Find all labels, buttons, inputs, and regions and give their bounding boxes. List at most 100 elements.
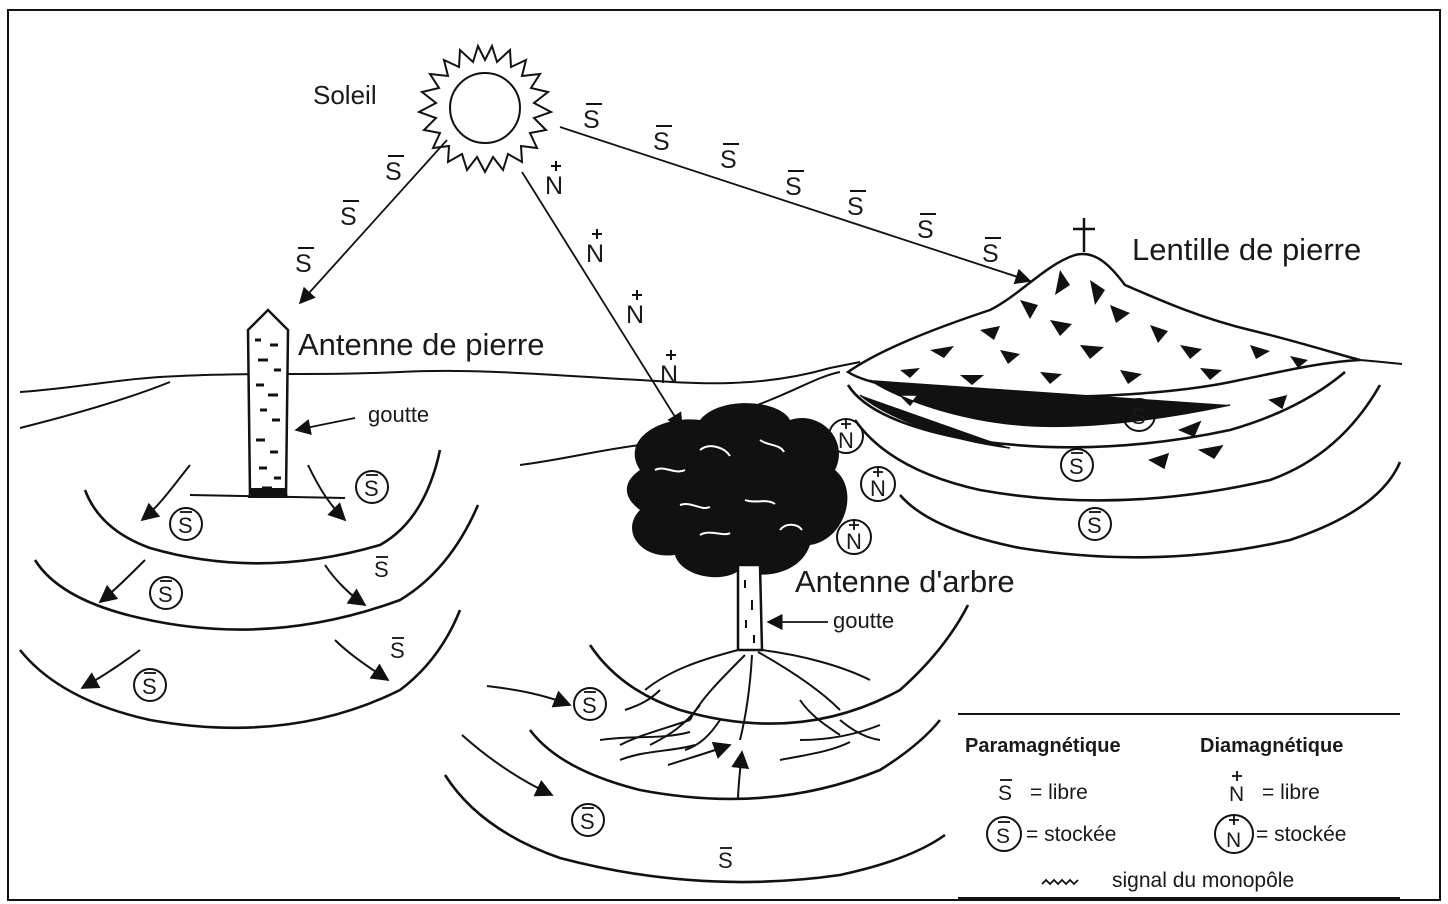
monopole-wave <box>35 505 478 630</box>
flow-arrow <box>462 735 552 795</box>
monopole-wave <box>530 720 940 799</box>
free-s-symbol: S <box>385 156 404 186</box>
hill-line <box>20 382 170 428</box>
stored-s-symbol: S <box>356 471 388 503</box>
stored-s-symbol: S <box>1061 449 1093 481</box>
svg-text:S: S <box>653 128 670 156</box>
svg-text:N: N <box>626 301 644 329</box>
svg-text:N: N <box>586 240 604 268</box>
legend-para-free: = libre <box>1030 781 1088 804</box>
free-s-symbol: S <box>785 171 804 201</box>
drop-label-tree: goutte <box>833 608 894 633</box>
svg-text:N: N <box>870 476 886 501</box>
monopole-wave <box>20 610 460 728</box>
legend-wave-icon <box>1042 880 1078 884</box>
svg-text:S: S <box>374 557 389 582</box>
ray-to-stone-lens <box>560 127 1030 281</box>
svg-text:S: S <box>158 582 173 607</box>
stored-s-symbol: S <box>574 688 606 720</box>
svg-text:N: N <box>1229 783 1244 806</box>
svg-text:S: S <box>580 809 595 834</box>
svg-text:S: S <box>295 250 312 278</box>
svg-text:S: S <box>785 173 802 201</box>
free-s-symbol: S <box>374 557 389 582</box>
tree-antenna-label: Antenne d'arbre <box>795 564 1015 599</box>
drop-arrow <box>296 418 355 430</box>
free-s-symbol: S <box>718 848 733 873</box>
legend-signal: signal du monopôle <box>1112 869 1294 892</box>
free-s-symbol: S <box>583 104 602 134</box>
svg-text:S: S <box>1069 454 1084 479</box>
svg-text:S: S <box>583 106 600 134</box>
free-s-symbol: S <box>917 214 936 244</box>
stored-s-symbol: S <box>150 577 182 609</box>
svg-text:S: S <box>364 476 379 501</box>
sun-label: Soleil <box>313 80 377 110</box>
legend-dia-title: Diamagnétique <box>1200 735 1343 757</box>
flow-arrow <box>487 686 570 705</box>
free-s-symbol: S <box>340 201 359 231</box>
svg-text:S: S <box>340 203 357 231</box>
stored-n-symbol: N <box>861 467 895 501</box>
svg-text:S: S <box>720 146 737 174</box>
flow-arrow <box>335 640 388 680</box>
stored-s-symbol: S <box>170 508 202 540</box>
free-s-symbol: S <box>847 191 866 221</box>
free-n-symbol: N <box>626 290 644 329</box>
svg-text:N: N <box>1226 829 1241 852</box>
svg-text:S: S <box>1087 513 1102 538</box>
svg-text:S: S <box>847 193 864 221</box>
free-s-symbol: S <box>390 638 405 663</box>
horizon-line <box>20 362 860 392</box>
legend-para-title: Paramagnétique <box>965 735 1121 757</box>
ray-to-stone-antenna <box>300 140 447 303</box>
legend-dia-stored: = stockée <box>1256 823 1346 846</box>
free-s-symbol: S <box>295 248 314 278</box>
free-n-symbol: N <box>660 350 678 389</box>
monopole-wave <box>900 462 1400 557</box>
svg-text:N: N <box>846 529 862 554</box>
svg-text:N: N <box>838 428 854 453</box>
sun-icon <box>419 46 551 172</box>
svg-text:S: S <box>178 513 193 538</box>
flow-arrow <box>738 752 742 800</box>
svg-text:S: S <box>390 638 405 663</box>
stored-s-symbol: S <box>134 669 166 701</box>
monopole-wave <box>445 775 945 882</box>
stone-lens-label: Lentille de pierre <box>1132 232 1361 267</box>
legend-para-stored: = stockée <box>1026 823 1116 846</box>
legend-free-n-symbol: N <box>1229 771 1244 806</box>
legend-stored-s-symbol: S <box>987 817 1021 851</box>
svg-text:S: S <box>998 782 1012 805</box>
stored-s-symbol: S <box>1079 508 1111 540</box>
svg-text:N: N <box>660 361 678 389</box>
svg-text:S: S <box>917 216 934 244</box>
flow-arrow <box>100 560 145 602</box>
svg-text:S: S <box>718 848 733 873</box>
drop-label-stone: goutte <box>368 402 429 427</box>
flow-arrow <box>308 465 345 520</box>
flow-arrow <box>325 565 365 605</box>
free-n-symbol: N <box>586 229 604 268</box>
stored-n-symbol: N <box>837 520 871 554</box>
svg-text:S: S <box>142 674 157 699</box>
free-s-symbol: S <box>653 126 672 156</box>
free-s-symbol: S <box>720 144 739 174</box>
legend: Paramagnétique Diamagnétique S = libre S… <box>958 714 1400 898</box>
svg-text:N: N <box>545 172 563 200</box>
ray-to-tree <box>522 172 682 428</box>
legend-stored-n-symbol: N <box>1215 815 1253 853</box>
svg-text:S: S <box>385 158 402 186</box>
flow-arrow <box>82 650 140 688</box>
svg-text:S: S <box>982 240 999 268</box>
svg-text:S: S <box>1131 404 1146 429</box>
svg-text:S: S <box>996 825 1010 848</box>
legend-free-s-symbol: S <box>998 780 1012 805</box>
svg-text:S: S <box>582 693 597 718</box>
free-s-symbol: S <box>982 238 1001 268</box>
stored-s-symbol: S <box>572 804 604 836</box>
stone-antenna-label: Antenne de pierre <box>298 327 544 362</box>
legend-dia-free: = libre <box>1262 781 1320 804</box>
